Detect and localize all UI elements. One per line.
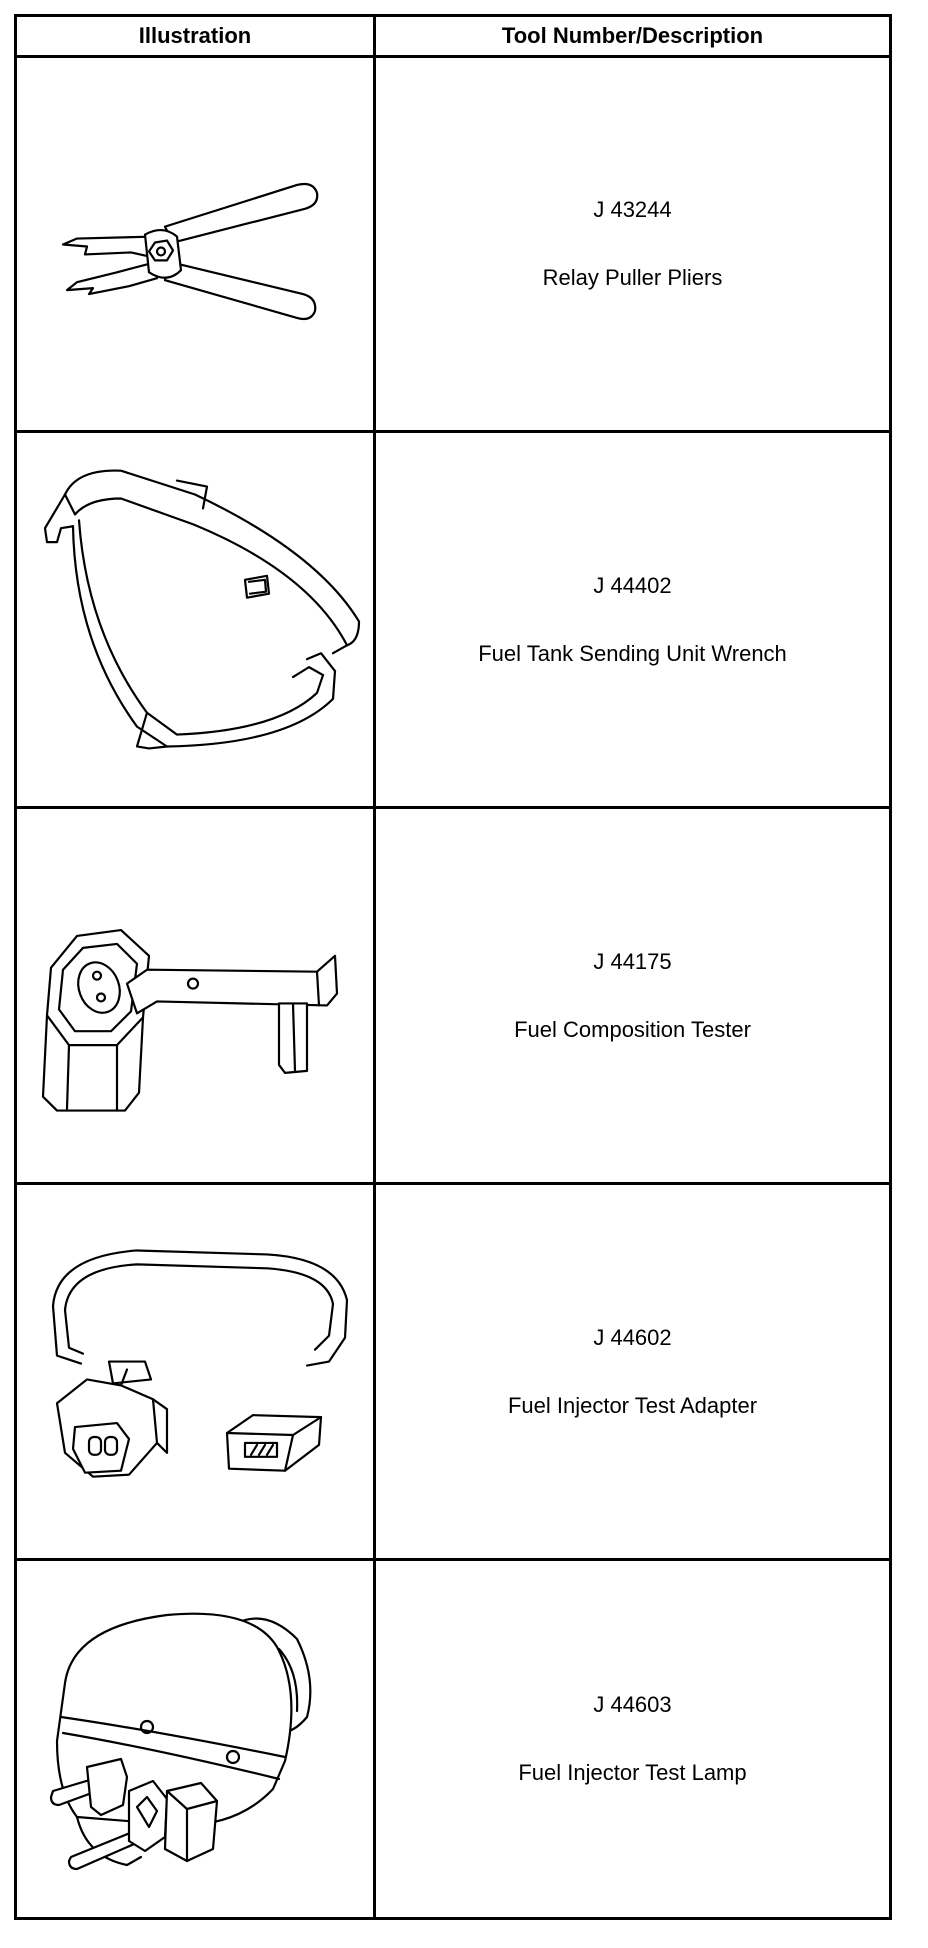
fuel-composition-tester-icon <box>17 809 373 1182</box>
fuel-injector-test-adapter-icon <box>17 1185 373 1558</box>
tool-description: Relay Puller Pliers <box>542 265 723 290</box>
tool-number: J 44402 <box>593 572 672 598</box>
tool-number: J 43244 <box>593 197 672 222</box>
column-divider <box>373 17 376 1917</box>
table-row: J 43244 Relay Puller Pliers <box>17 58 889 433</box>
tool-description-cell: J 43244 Relay Puller Pliers <box>376 58 889 430</box>
relay-puller-pliers-icon <box>17 58 373 430</box>
tool-description-cell: J 44175 Fuel Composition Tester <box>376 809 889 1182</box>
table-row: J 44602 Fuel Injector Test Adapter <box>17 1185 889 1561</box>
fuel-tank-sending-unit-wrench-icon <box>17 433 373 806</box>
tool-number: J 44175 <box>593 948 672 974</box>
tool-description: Fuel Injector Test Adapter <box>507 1392 758 1418</box>
tool-description: Fuel Injector Test Lamp <box>518 1760 747 1785</box>
special-tools-table: Illustration Tool Number/Description J 4… <box>14 14 892 1920</box>
tool-number: J 44602 <box>593 1324 672 1350</box>
tool-description-cell: J 44602 Fuel Injector Test Adapter <box>376 1185 889 1558</box>
table-row: J 44402 Fuel Tank Sending Unit Wrench <box>17 433 889 809</box>
table-header: Illustration Tool Number/Description <box>17 17 889 58</box>
header-illustration: Illustration <box>138 23 252 48</box>
tool-description: Fuel Tank Sending Unit Wrench <box>478 640 787 666</box>
tool-description-cell: J 44402 Fuel Tank Sending Unit Wrench <box>376 433 889 806</box>
fuel-injector-test-lamp-icon <box>17 1561 373 1917</box>
tool-description-cell: J 44603 Fuel Injector Test Lamp <box>376 1561 889 1917</box>
table-row: J 44175 Fuel Composition Tester <box>17 809 889 1185</box>
header-tool-number-description: Tool Number/Description <box>501 23 764 48</box>
tool-description: Fuel Composition Tester <box>514 1016 751 1042</box>
table-row: J 44603 Fuel Injector Test Lamp <box>17 1561 889 1917</box>
tool-number: J 44603 <box>593 1692 672 1717</box>
